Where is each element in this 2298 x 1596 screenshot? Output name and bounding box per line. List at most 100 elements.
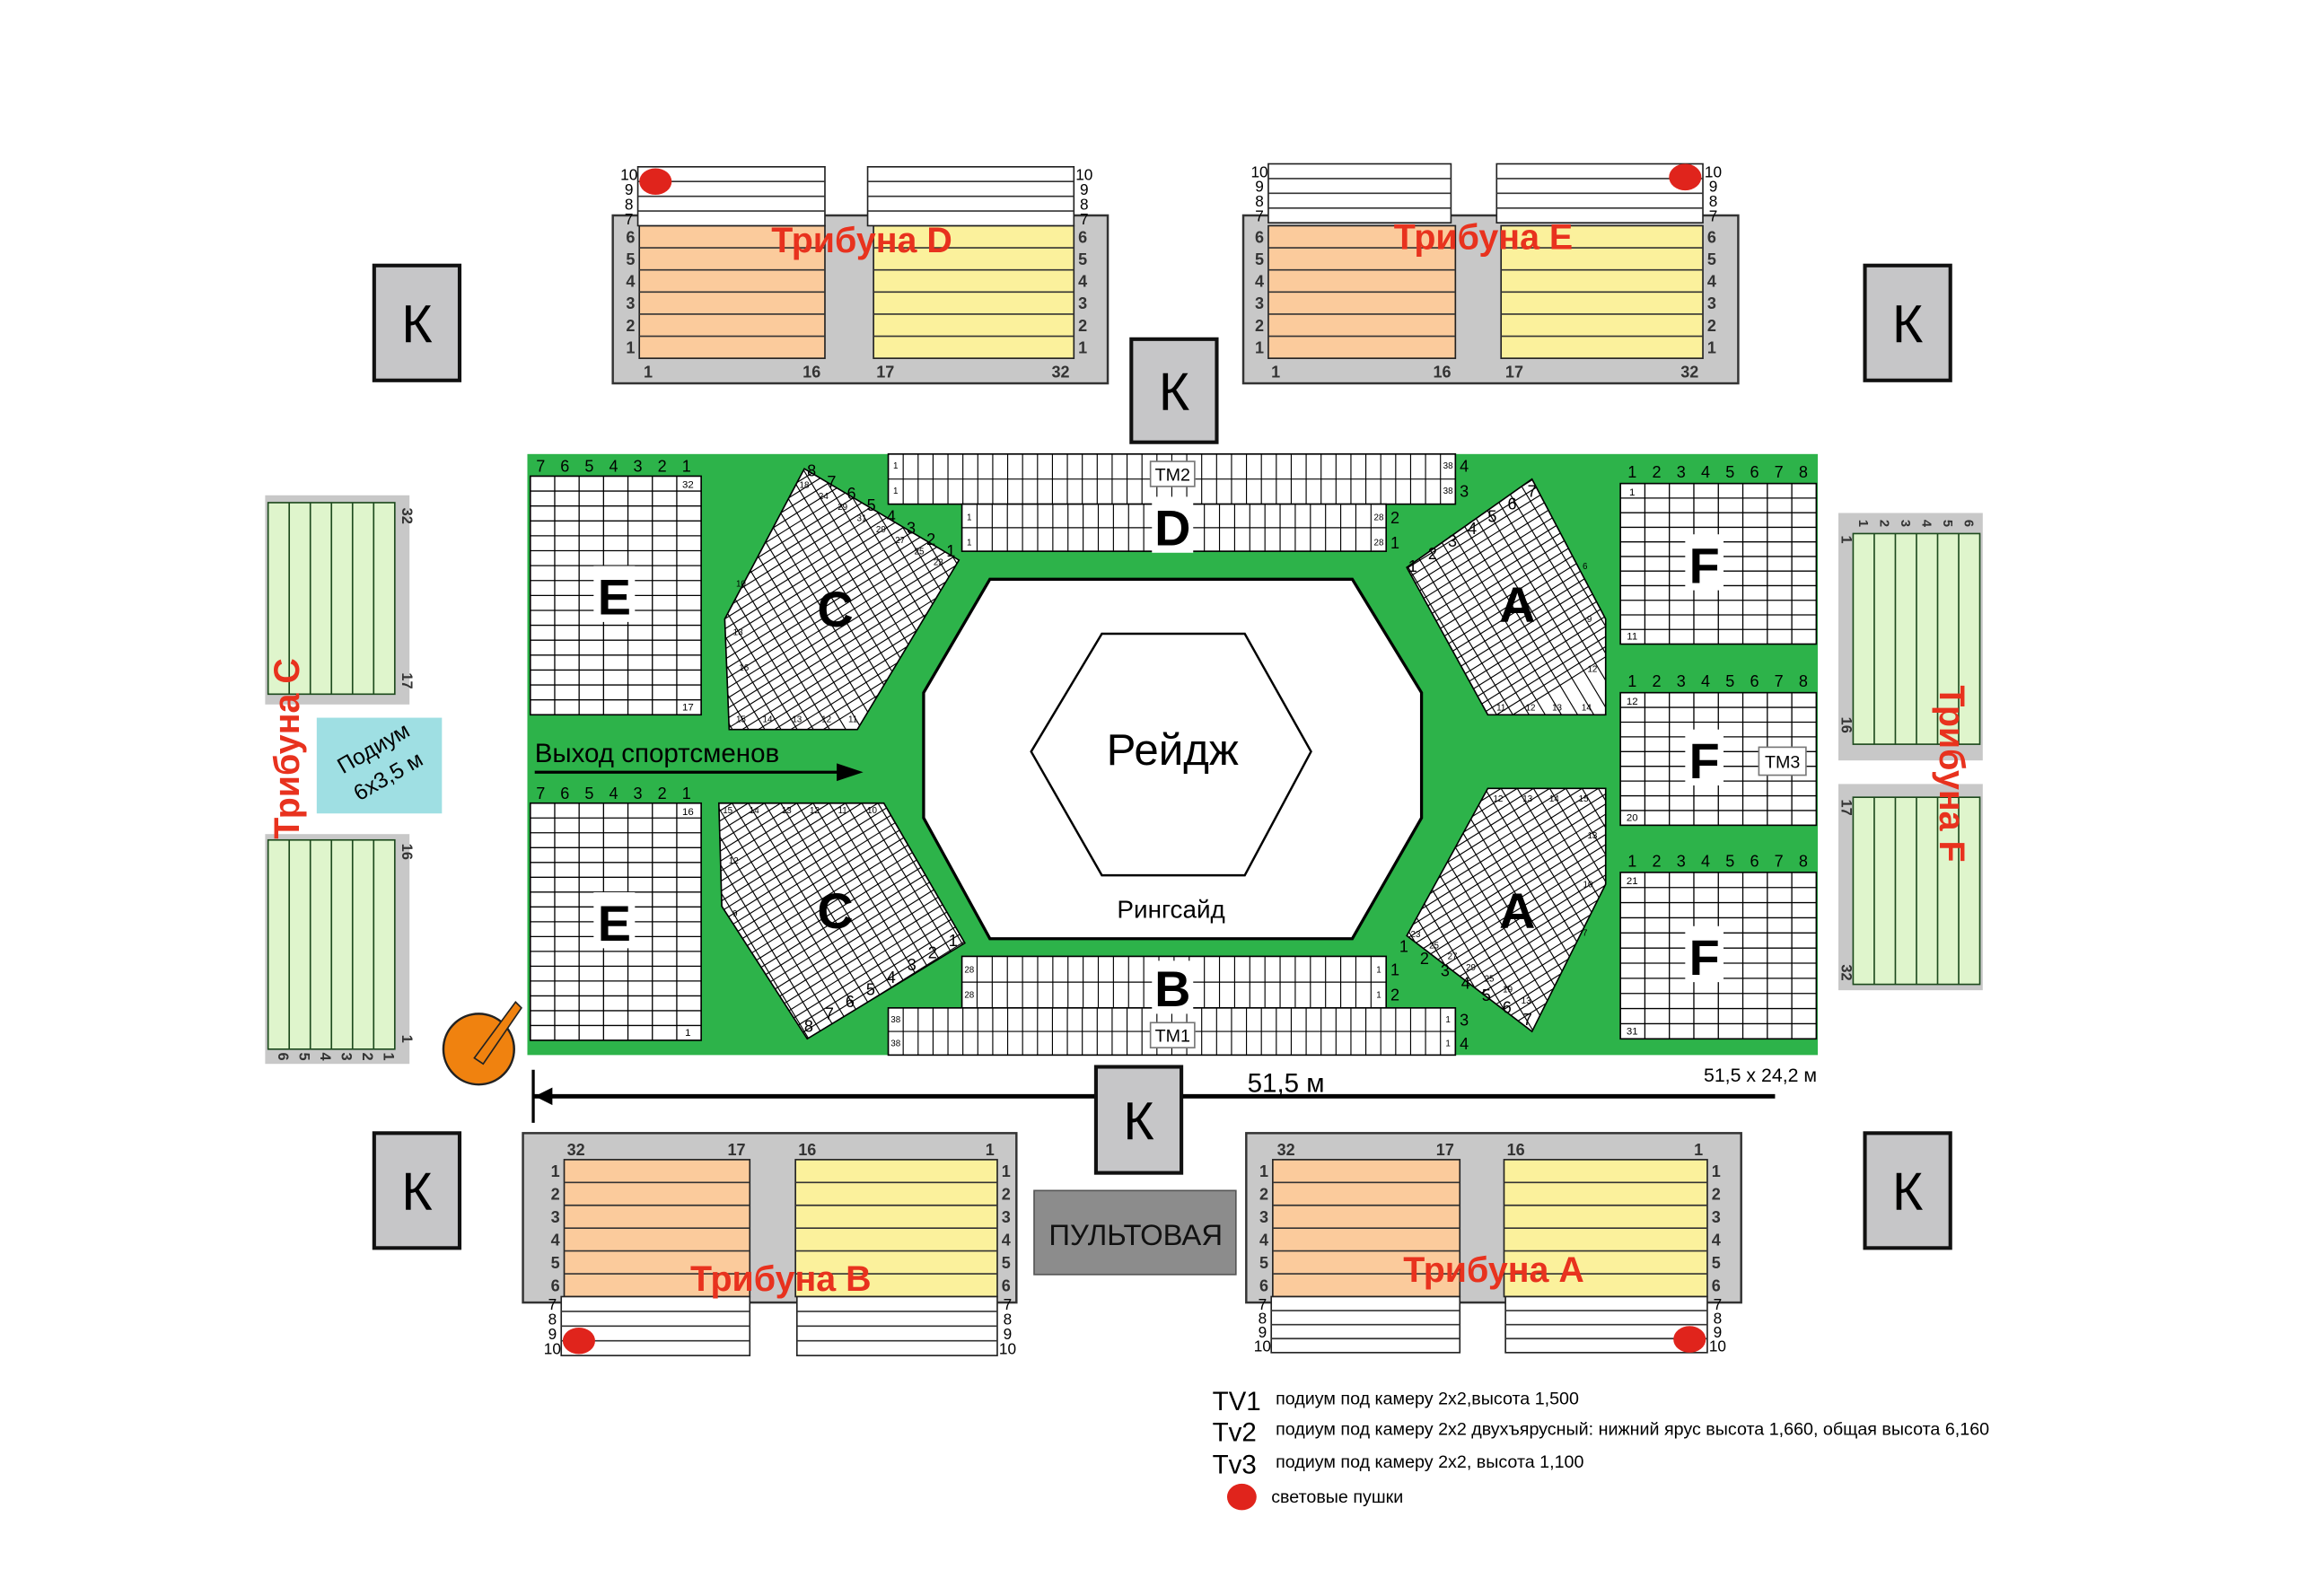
column-number: 4 <box>1701 672 1710 690</box>
seat-number: 16 <box>1507 1141 1525 1159</box>
column-number: 4 <box>609 785 618 802</box>
row-number: 3 <box>907 519 916 537</box>
camera-position-label: К <box>1123 1092 1154 1151</box>
row-number: 5 <box>1482 987 1491 1004</box>
seat-line <box>1407 478 1566 715</box>
seat-number: 38 <box>890 1039 900 1049</box>
seat-line <box>1407 788 1566 1032</box>
letter-bg <box>1152 960 1194 1014</box>
seat-line <box>1407 788 1606 1032</box>
tm1-label: TM1 <box>1155 1027 1190 1047</box>
cage-hexagon[interactable] <box>1030 632 1312 877</box>
athletes-exit-label: Выход спортсменов <box>535 739 780 768</box>
row-number: 3 <box>1255 294 1264 312</box>
sector-outline <box>1406 787 1607 1033</box>
seat-number: 16 <box>803 363 820 381</box>
athletes-exit: Выход спортсменов <box>534 739 864 782</box>
camera-rod-icon <box>473 1001 522 1065</box>
seat-number: 11 <box>838 806 847 816</box>
seat-number: 1 <box>1694 1141 1703 1159</box>
row-number: 4 <box>1460 458 1469 476</box>
seat-number: 12 <box>729 856 739 866</box>
row-number: 4 <box>1461 974 1470 992</box>
seat-line <box>724 469 960 730</box>
seat-line <box>724 469 960 730</box>
row-number: 6 <box>846 485 855 503</box>
seat-number: 16 <box>682 807 694 818</box>
seat-number: 12 <box>1587 665 1597 675</box>
seat-line <box>1407 478 1606 715</box>
seat-line <box>1500 788 1606 1032</box>
row-number: 5 <box>866 980 875 998</box>
column-number: 6 <box>1750 463 1759 481</box>
row-number: 10 <box>1705 162 1722 180</box>
seat-number: 10 <box>736 580 746 590</box>
row-number: 1 <box>946 542 955 560</box>
tm1-box <box>1149 1022 1196 1048</box>
row-number: 5 <box>296 1052 312 1060</box>
column-number: 2 <box>1652 463 1661 481</box>
sector-letter: F <box>1689 929 1720 986</box>
column-number: 1 <box>682 458 691 476</box>
seat-number: 12 <box>1526 703 1536 713</box>
seat-number: 16 <box>1434 363 1452 381</box>
control-room-box <box>1033 1189 1237 1276</box>
seat-number: 23 <box>934 558 943 568</box>
row-number: 9 <box>1080 180 1089 198</box>
row-number: 3 <box>1448 532 1457 550</box>
sector-letter: F <box>1689 537 1720 593</box>
column-number: 3 <box>1677 852 1686 870</box>
camera-position-label: К <box>1892 1162 1924 1222</box>
row-number: 3 <box>1002 1208 1011 1226</box>
row-number: 8 <box>1255 192 1264 210</box>
sector-letter: D <box>1154 500 1190 557</box>
seat-number: 32 <box>1680 363 1698 381</box>
sector-letter: A <box>1499 576 1535 633</box>
row-number: 7 <box>1709 207 1718 225</box>
seat-line <box>718 802 879 1039</box>
seat-number: 38 <box>1443 487 1453 496</box>
row-number: 9 <box>1714 1323 1723 1341</box>
row-number: 4 <box>1712 1231 1721 1249</box>
row-number: 3 <box>1898 520 1912 527</box>
row-number: 4 <box>1468 520 1477 538</box>
dimension-size: 51,5 х 24,2 м <box>1704 1065 1817 1086</box>
seat-number: 13 <box>1587 831 1597 841</box>
row-number: 1 <box>949 932 958 950</box>
seat-number: 14 <box>763 715 773 724</box>
seat-line <box>724 469 782 730</box>
row-number: 6 <box>1259 1276 1268 1294</box>
row-number: 5 <box>1487 507 1496 525</box>
legend-text: подиум под камеру 2х2,высота 1,500 <box>1276 1389 1579 1408</box>
row-number: 3 <box>1707 294 1716 312</box>
row-number: 7 <box>1255 207 1264 225</box>
seat-number: 1 <box>893 461 898 471</box>
seat-number: 17 <box>1436 1141 1454 1159</box>
seat-line <box>1484 788 1606 1032</box>
dimension-arrow-icon <box>534 1087 553 1106</box>
column-number: 2 <box>1652 672 1661 690</box>
seat-number: 23 <box>1411 930 1421 940</box>
sector-letter: C <box>817 581 853 637</box>
row-number: 5 <box>1940 520 1954 527</box>
light-cannon-icon <box>1226 1483 1257 1511</box>
camera-position-label: К <box>1892 294 1924 354</box>
row-number: 1 <box>1002 1162 1011 1180</box>
seat-number: 38 <box>1443 461 1453 471</box>
letter-bg <box>593 566 636 622</box>
seat-number: 1 <box>1376 965 1381 975</box>
